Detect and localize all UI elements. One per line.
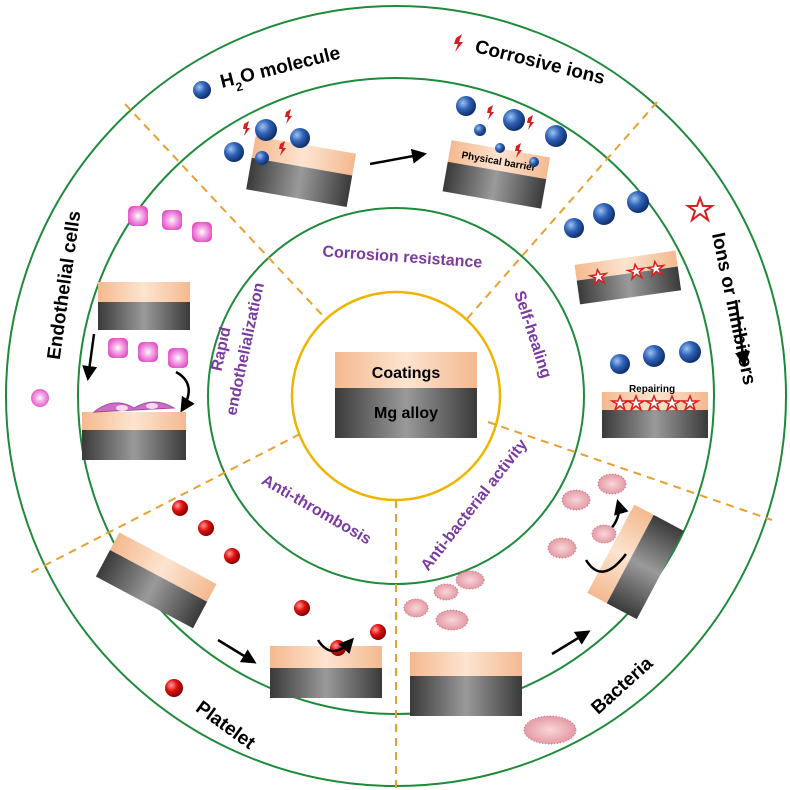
- anti-bacterial-label: Anti-bacterial activity: [418, 436, 531, 574]
- svg-text:H2O molecule: H2O molecule: [218, 43, 343, 98]
- mg-alloy-label: Mg alloy: [374, 405, 438, 422]
- h2o-prefix: H: [218, 69, 236, 93]
- center-substrate: Coatings Mg alloy: [335, 352, 477, 438]
- corrosive-ions-label: Corrosive ions: [473, 36, 607, 89]
- rapid-label: Rapid: [209, 326, 235, 373]
- antithrombosis-sector: [95, 500, 386, 698]
- corrosion-resistance-label: Corrosion resistance: [322, 243, 483, 271]
- corrosive-ion-icon: [454, 34, 463, 52]
- repairing-label: Repairing: [629, 384, 675, 395]
- coatings-label: Coatings: [372, 365, 441, 382]
- antibacterial-sector: [403, 473, 684, 745]
- water-molecule-icon: [193, 81, 211, 99]
- endothelial-cell-icon: [31, 389, 49, 407]
- corrosion-sector: Physical barrier: [224, 96, 567, 209]
- corrosive-ions-legend: Corrosive ions: [454, 34, 607, 89]
- platelet-icon: [165, 679, 183, 697]
- self-healing-label: Self-healing: [510, 289, 554, 381]
- ions-inhibitors-label: Ions or inhibitors: [707, 231, 760, 387]
- inhibitor-star-icon: [684, 195, 716, 223]
- anti-thrombosis-label: Anti-thrombosis: [259, 472, 375, 549]
- endothelial-sector: [82, 206, 212, 460]
- h2o-sub: 2: [234, 79, 244, 94]
- self-healing-sector: Repairing: [564, 191, 750, 438]
- h2o-suffix: O molecule: [238, 43, 342, 88]
- platelet-legend: Platelet: [165, 679, 259, 754]
- endothelial-cells-label: Endothelial cells: [44, 210, 86, 361]
- sector-dividers: [27, 101, 773, 788]
- bacteria-label: Bacteria: [587, 653, 657, 719]
